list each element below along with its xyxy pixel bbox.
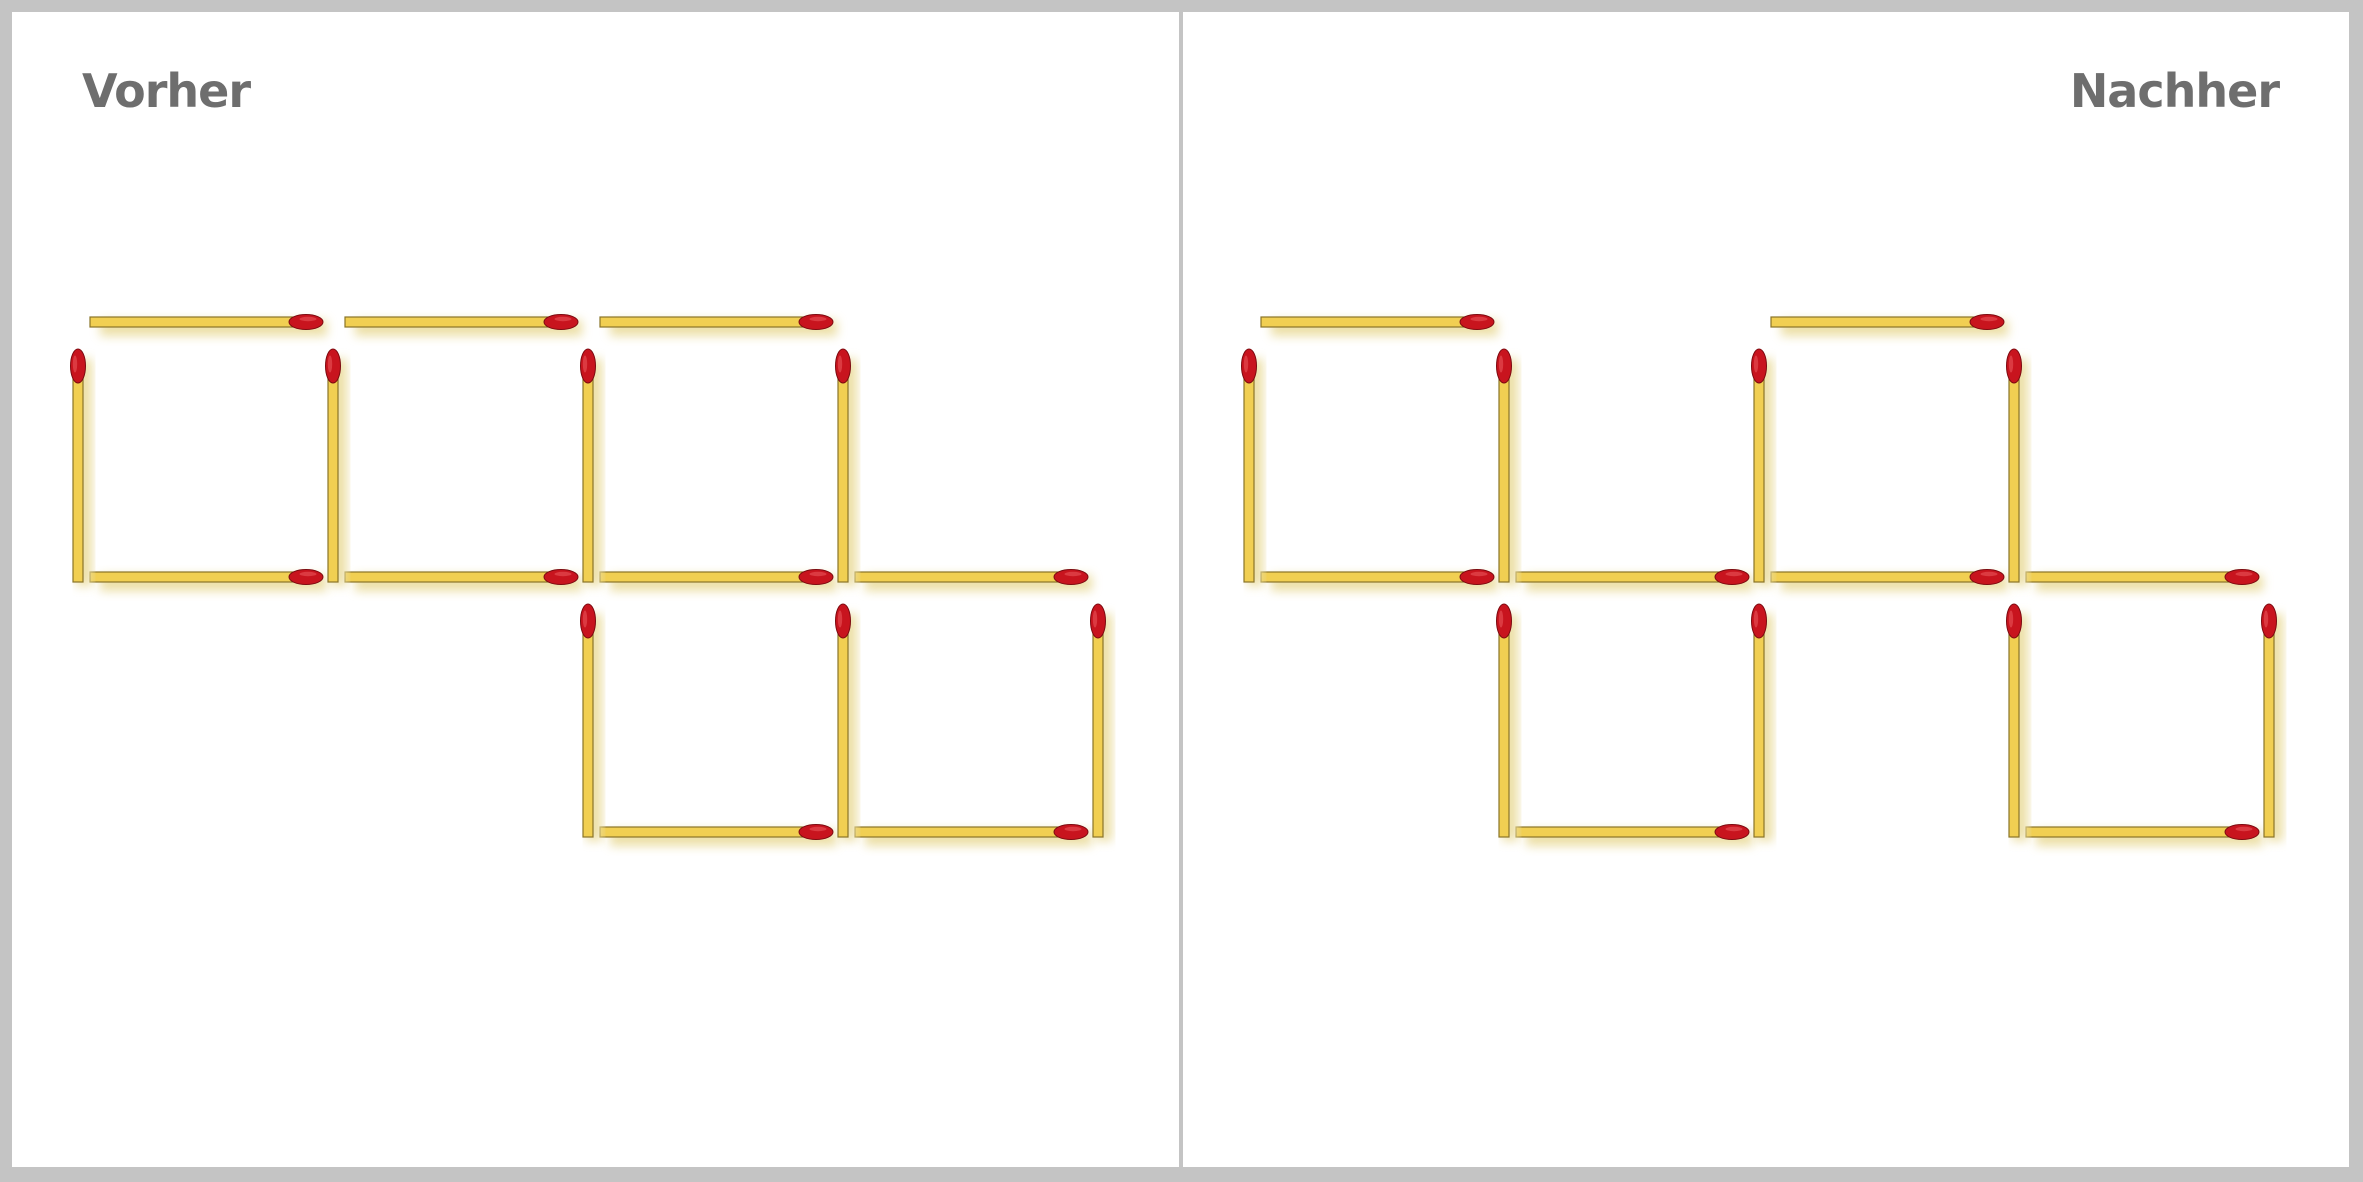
- match-head-icon: [543, 569, 579, 585]
- matchstick-horizontal: [1770, 569, 2008, 591]
- match-head-icon: [1714, 569, 1750, 585]
- matchstick-vertical: [325, 348, 347, 586]
- after-matches: [1241, 314, 2283, 846]
- match-head-icon: [1459, 569, 1495, 585]
- match-head-icon: [1969, 314, 2005, 330]
- matchstick-horizontal: [1515, 824, 1753, 846]
- before-panel: Vorher: [12, 12, 1179, 1167]
- match-head-icon: [1714, 824, 1750, 840]
- matchstick-vertical: [1751, 603, 1773, 841]
- after-title: Nachher: [2069, 64, 2280, 118]
- matchstick-vertical: [2261, 603, 2283, 841]
- match-head-icon: [2224, 824, 2260, 840]
- match-head-icon: [2006, 603, 2022, 639]
- matchstick-vertical: [835, 348, 857, 586]
- match-head-icon: [1969, 569, 2005, 585]
- after-panel: Nachher: [1183, 12, 2349, 1167]
- match-head-icon: [798, 314, 834, 330]
- matchstick-horizontal: [854, 824, 1092, 846]
- matchstick-horizontal: [599, 314, 837, 336]
- matchstick-horizontal: [1770, 314, 2008, 336]
- match-head-icon: [1053, 569, 1089, 585]
- match-head-icon: [288, 569, 324, 585]
- matchstick-vertical: [70, 348, 92, 586]
- matchstick-horizontal: [599, 824, 837, 846]
- match-head-icon: [1459, 314, 1495, 330]
- matchstick-vertical: [835, 603, 857, 841]
- match-head-icon: [798, 569, 834, 585]
- match-head-icon: [2261, 603, 2277, 639]
- matchstick-horizontal: [344, 569, 582, 591]
- matchstick-vertical: [1090, 603, 1112, 841]
- match-head-icon: [325, 348, 341, 384]
- match-head-icon: [70, 348, 86, 384]
- matchstick-horizontal: [89, 314, 327, 336]
- matchstick-vertical: [580, 348, 602, 586]
- match-head-icon: [798, 824, 834, 840]
- matchstick-vertical: [1751, 348, 1773, 586]
- match-head-icon: [1496, 603, 1512, 639]
- matchstick-horizontal: [1260, 569, 1498, 591]
- matchstick-vertical: [1241, 348, 1263, 586]
- match-head-icon: [835, 348, 851, 384]
- matchstick-horizontal: [89, 569, 327, 591]
- matchstick-horizontal: [854, 569, 1092, 591]
- matchstick-horizontal: [2025, 824, 2263, 846]
- before-matches: [70, 314, 1112, 846]
- matchstick-horizontal: [2025, 569, 2263, 591]
- match-head-icon: [2224, 569, 2260, 585]
- matchstick-horizontal: [1260, 314, 1498, 336]
- match-head-icon: [580, 348, 596, 384]
- match-head-icon: [835, 603, 851, 639]
- matchstick-vertical: [2006, 348, 2028, 586]
- matchstick-vertical: [1496, 348, 1518, 586]
- match-head-icon: [1053, 824, 1089, 840]
- matchstick-vertical: [580, 603, 602, 841]
- match-head-icon: [1751, 348, 1767, 384]
- match-head-icon: [2006, 348, 2022, 384]
- matchstick-vertical: [2006, 603, 2028, 841]
- match-head-icon: [1496, 348, 1512, 384]
- matchstick-vertical: [1496, 603, 1518, 841]
- before-title: Vorher: [82, 64, 251, 118]
- match-head-icon: [580, 603, 596, 639]
- matchstick-horizontal: [1515, 569, 1753, 591]
- matchstick-horizontal: [344, 314, 582, 336]
- match-head-icon: [543, 314, 579, 330]
- match-head-icon: [1751, 603, 1767, 639]
- matchstick-horizontal: [599, 569, 837, 591]
- match-head-icon: [1241, 348, 1257, 384]
- match-head-icon: [288, 314, 324, 330]
- match-head-icon: [1090, 603, 1106, 639]
